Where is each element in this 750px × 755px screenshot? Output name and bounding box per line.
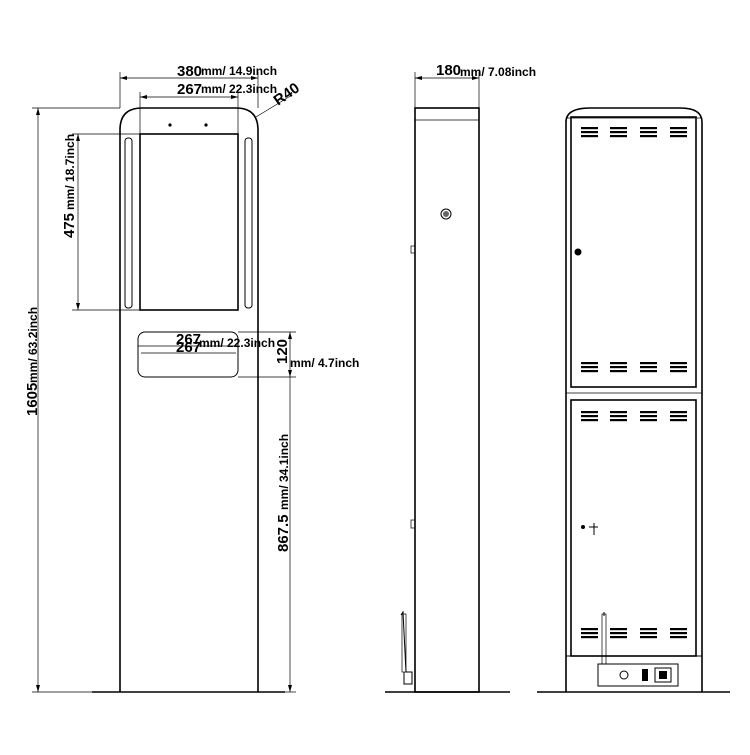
rear-upper-door xyxy=(570,116,697,388)
rear-lower-door xyxy=(570,399,697,657)
camera-dot-right xyxy=(204,123,208,127)
vent-group xyxy=(610,411,627,422)
lower-door-handle xyxy=(589,523,598,535)
vent-group xyxy=(670,127,687,138)
screen-width-value: 267 xyxy=(177,81,202,98)
rear-body-outline xyxy=(565,107,703,692)
side-view xyxy=(385,72,510,693)
vent-group xyxy=(670,628,687,639)
rear-vents xyxy=(581,127,687,639)
vent-group xyxy=(581,628,598,639)
vent-group xyxy=(581,411,598,422)
vent-group xyxy=(670,411,687,422)
slot-width-a-unit: mm/ 22.3inch xyxy=(199,336,275,350)
slot-width-a-value: 267 xyxy=(176,339,201,356)
total-height-value: 1605 xyxy=(24,383,41,416)
right-light-bar xyxy=(244,137,253,309)
front-view xyxy=(92,107,285,693)
slot-height-value: 120 xyxy=(274,339,291,364)
width-unit: mm/ 14.9inch xyxy=(201,64,277,78)
vent-group xyxy=(670,362,687,373)
vent-group xyxy=(610,127,627,138)
side-antenna xyxy=(400,610,413,685)
rear-base-panel xyxy=(565,655,703,693)
vent-group xyxy=(640,127,657,138)
front-screen xyxy=(139,133,239,311)
front-body-outline xyxy=(119,107,259,692)
vent-group xyxy=(640,628,657,639)
vent-group xyxy=(610,362,627,373)
total-height-unit: mm/ 63.2inch xyxy=(26,307,40,383)
vent-group xyxy=(581,362,598,373)
screen-width-unit: mm/ 22.3inch xyxy=(201,82,277,96)
width-value: 380 xyxy=(177,63,202,80)
screen-height-value: 475 xyxy=(61,213,78,238)
side-speaker xyxy=(440,208,452,220)
side-body xyxy=(414,107,480,693)
power-switch xyxy=(642,669,648,681)
power-port xyxy=(619,670,629,680)
slot-height-unit: mm/ 4.7inch xyxy=(290,356,359,370)
elevation-unit: mm/ 34.1inch xyxy=(277,434,291,510)
upper-door-lock xyxy=(574,248,582,256)
printer-slot xyxy=(137,331,239,378)
depth-value: 180 xyxy=(436,62,461,79)
rear-power-panel xyxy=(597,663,679,687)
left-light-bar xyxy=(124,137,133,309)
elevation-value: 867.5 xyxy=(275,514,292,552)
side-port-upper xyxy=(410,245,416,254)
slot-width-b-value: 267 xyxy=(176,331,201,348)
vent-group xyxy=(640,362,657,373)
power-socket xyxy=(654,667,672,683)
vent-group xyxy=(610,628,627,639)
vent-group xyxy=(581,127,598,138)
side-port-lower xyxy=(410,519,416,529)
depth-unit: mm/ 7.08inch xyxy=(460,65,536,79)
vent-group xyxy=(640,411,657,422)
screen-height-unit: mm/ 18.7inch xyxy=(63,134,77,210)
lower-door-lock xyxy=(581,525,585,529)
front-dimensions xyxy=(32,72,296,693)
rear-view xyxy=(537,107,730,693)
camera-dot-left xyxy=(168,123,172,127)
